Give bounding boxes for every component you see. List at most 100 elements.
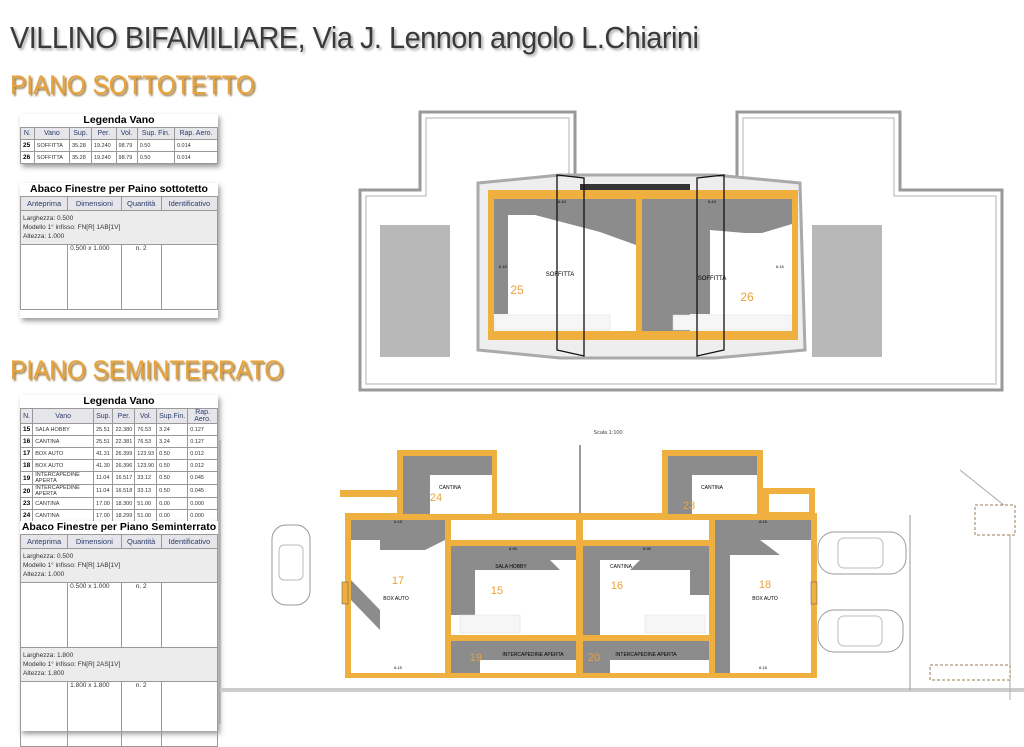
- room-number: 23: [683, 500, 695, 512]
- room-number: 18: [759, 579, 771, 591]
- window-dimensions: 0.500 x 1.000: [67, 582, 122, 648]
- room-label: SOFFITTA: [698, 276, 727, 282]
- window-identifier: [160, 244, 219, 310]
- table-cell: 0.014: [173, 151, 219, 164]
- table-cell: 19.240: [90, 151, 117, 164]
- room-label: SALA HOBBY: [495, 564, 527, 570]
- room-number: 15: [491, 585, 503, 597]
- room-label: BOX AUTO: [383, 596, 409, 602]
- table-cell: 15: [19, 423, 34, 436]
- room-number: 19: [470, 652, 482, 664]
- column-header: Sup.Fin.: [156, 408, 189, 424]
- car-icon: [817, 531, 907, 575]
- column-header: Anteprima: [19, 196, 69, 211]
- room-number: 17: [392, 575, 404, 587]
- room-label: SOFFITTA: [546, 272, 575, 278]
- table-title: Legenda Vano: [83, 395, 155, 407]
- table-cell: 11.04: [93, 484, 114, 498]
- column-header: Rap. Aero.: [187, 408, 218, 424]
- spec-modello: Modello 1° infisso: FN[R] 2AS[1V]: [23, 661, 121, 668]
- column-header: Dimensioni: [67, 196, 122, 211]
- window-identifier: [160, 582, 219, 648]
- room-label: INTERCAPEDINE APERTA: [502, 652, 564, 658]
- spec-modello: Modello 1° infisso: FN[R] 1AB[1V]: [23, 224, 121, 231]
- dimension: 6.43: [558, 199, 567, 204]
- room-label: BOX AUTO: [752, 596, 778, 602]
- column-header: Sup.: [93, 408, 114, 424]
- column-header: Identificativo: [160, 196, 219, 211]
- dimension: 6.15: [776, 264, 785, 269]
- spec-modello: Modello 1° infisso: FN[R] 1AB[1V]: [23, 562, 121, 569]
- room-number: 25: [510, 283, 524, 297]
- spec-altezza: Altezza: 1.800: [23, 670, 65, 677]
- table-cell: 35.28: [69, 151, 92, 164]
- dimension: 6.90: [643, 546, 652, 551]
- column-header: Per.: [90, 127, 117, 140]
- section-title-basement: PIANO SEMINTERRATO: [10, 355, 284, 385]
- spec-altezza: Altezza: 1.000: [23, 571, 65, 578]
- room-number: 26: [740, 290, 754, 304]
- dimension: 6.43: [708, 199, 717, 204]
- spec-larghezza: Larghezza: 0.500: [23, 553, 74, 560]
- column-header: N.: [19, 408, 34, 424]
- basement-plan: Scala 1:100 CANTINA 24 CANTINA 23 SALA H…: [219, 430, 1024, 724]
- table-title: Abaco Finestre per Piano Seminterrato: [21, 521, 217, 533]
- window-quantity: n. 2: [120, 582, 162, 648]
- attic-window-schedule: Abaco Finestre per Paino sottotetto Ante…: [19, 183, 219, 318]
- dimension: 6.15: [394, 519, 403, 524]
- column-header: Rap. Aero.: [173, 127, 219, 140]
- dimension: 6.15: [759, 519, 768, 524]
- room-number: 24: [430, 492, 442, 504]
- spec-larghezza: Larghezza: 0.500: [23, 215, 74, 222]
- hatched-panel-left: [380, 225, 450, 357]
- basement-window-schedule: Abaco Finestre per Piano Seminterrato An…: [19, 521, 219, 747]
- spec-altezza: Altezza: 1.000: [23, 233, 65, 240]
- table-title: Abaco Finestre per Paino sottotetto: [30, 183, 208, 195]
- table-cell: 0.50: [136, 151, 175, 164]
- dimension: 6.90: [509, 546, 518, 551]
- scale-label: Scala 1:100: [593, 430, 622, 436]
- spec-larghezza: Larghezza: 1.800: [23, 652, 74, 659]
- car-icon: [271, 524, 311, 606]
- table-title: Legenda Vano: [83, 114, 155, 126]
- hatched-panel-right: [812, 225, 882, 357]
- car-icon: [817, 609, 904, 653]
- window-preview: [19, 244, 69, 310]
- room-label: CANTINA: [701, 485, 724, 491]
- table-cell: 16: [19, 435, 34, 448]
- floor-plans: SOFFITTA 25 SOFFITTA 26 6.43 6.43 6.15 6…: [219, 110, 1024, 724]
- table-cell: 98.79: [115, 151, 138, 164]
- room-number: 20: [588, 652, 600, 664]
- column-header: Vol.: [115, 127, 138, 140]
- section-title-attic: PIANO SOTTOTETTO: [10, 70, 255, 100]
- table-cell: 17: [19, 447, 34, 460]
- dimension: 6.15: [499, 264, 508, 269]
- attic-plan: SOFFITTA 25 SOFFITTA 26 6.43 6.43 6.15 6…: [358, 110, 1004, 392]
- room-number: 16: [611, 580, 623, 592]
- room-label: CANTINA: [610, 564, 633, 570]
- room-label: INTERCAPEDINE APERTA: [615, 652, 677, 658]
- table-cell: 17.00: [93, 509, 114, 522]
- dimension: 6.15: [394, 665, 403, 670]
- table-cell: SOFFITTA: [33, 151, 71, 164]
- room-label: CANTINA: [439, 485, 462, 491]
- window-dimensions: 0.500 x 1.000: [67, 244, 122, 310]
- dimension: 6.15: [759, 665, 768, 670]
- page-title: VILLINO BIFAMILIARE, Via J. Lennon angol…: [10, 20, 699, 55]
